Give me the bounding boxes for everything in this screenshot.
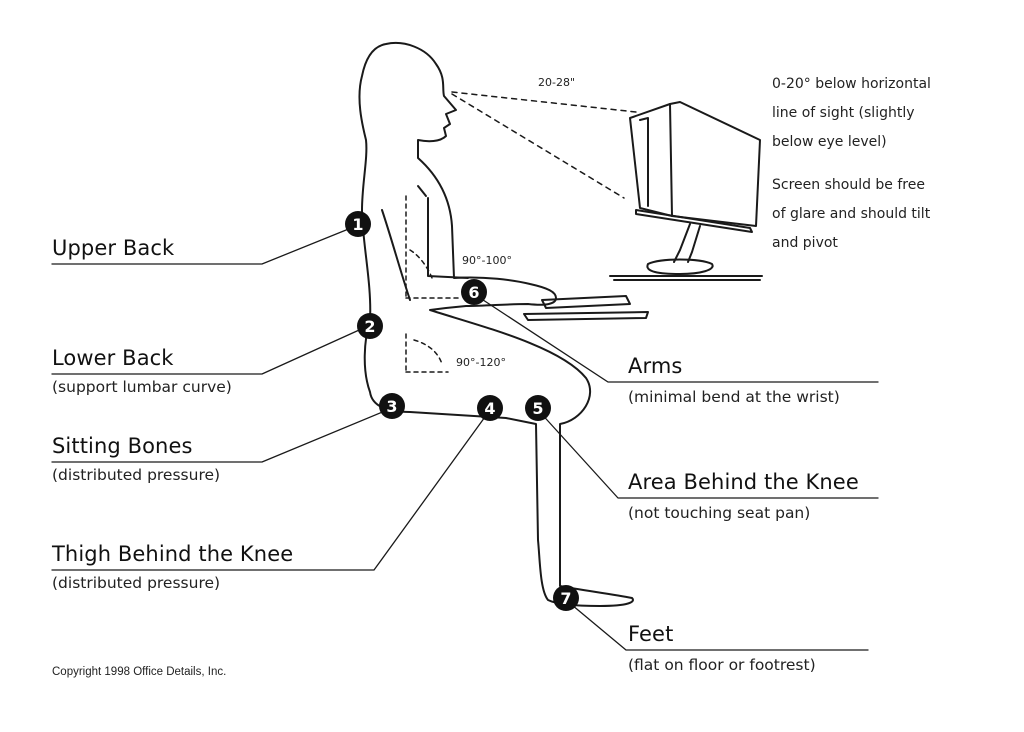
- copyright: Copyright 1998 Office Details, Inc.: [52, 666, 227, 678]
- sub-lower-back: (support lumbar curve): [52, 378, 232, 396]
- marker-1: [345, 211, 371, 237]
- marker-4-number: 4: [484, 399, 495, 418]
- sub-arms: (minimal bend at the wrist): [628, 388, 840, 406]
- marker-4: [477, 395, 503, 421]
- shoulder-line: [417, 185, 427, 197]
- label-arms: Arms: [628, 354, 683, 378]
- sub-feet: (flat on floor or footrest): [628, 656, 816, 674]
- point-markers: [345, 211, 579, 611]
- marker-1-number: 1: [352, 215, 363, 234]
- elbow-angle-label: 90°-100°: [462, 254, 512, 267]
- forearm-line: [427, 197, 469, 279]
- monitor-note: 0-20° below horizontal line of sight (sl…: [772, 70, 931, 258]
- sub-area-behind-knee: (not touching seat pan): [628, 504, 811, 522]
- marker-6-number: 6: [468, 283, 479, 302]
- marker-6: [461, 279, 487, 305]
- elbow-angle-guide: [405, 195, 463, 299]
- monitor-note-line-5: of glare and should tilt: [772, 206, 931, 222]
- monitor-note-line-1: 0-20° below horizontal: [772, 76, 931, 92]
- label-area-behind-knee: Area Behind the Knee: [628, 470, 859, 494]
- hip-angle-guide: [405, 333, 449, 373]
- leader-lines: [51, 225, 879, 651]
- sub-sitting-bones: (distributed pressure): [52, 466, 221, 484]
- label-lower-back: Lower Back: [52, 346, 174, 370]
- marker-3-number: 3: [386, 397, 397, 416]
- marker-2-number: 2: [364, 317, 375, 336]
- monitor-note-line-4: Screen should be free: [772, 177, 925, 193]
- monitor-note-line-6: and pivot: [772, 235, 838, 251]
- marker-5-number: 5: [532, 399, 543, 418]
- human-silhouette: [358, 42, 634, 607]
- marker-2: [357, 313, 383, 339]
- hip-angle-label: 90°-120°: [456, 356, 506, 369]
- monitor-note-line-2: line of sight (slightly: [772, 105, 915, 121]
- marker-7: [553, 585, 579, 611]
- line-of-sight: [451, 91, 637, 199]
- keyboard: [523, 295, 649, 321]
- label-upper-back: Upper Back: [52, 236, 175, 260]
- marker-3: [379, 393, 405, 419]
- marker-5: [525, 395, 551, 421]
- marker-7-number: 7: [560, 589, 571, 608]
- label-feet: Feet: [628, 622, 674, 646]
- label-thigh-behind-knee: Thigh Behind the Knee: [52, 542, 294, 566]
- monitor: [609, 101, 763, 281]
- label-sitting-bones: Sitting Bones: [52, 434, 193, 458]
- sub-thigh-behind-knee: (distributed pressure): [52, 574, 221, 592]
- monitor-note-line-3: below eye level): [772, 134, 887, 150]
- marker-numbers: 1 2 3 4 5 6 7: [352, 215, 571, 608]
- arm-outline: [381, 209, 411, 301]
- distance-label: 20-28": [538, 76, 576, 89]
